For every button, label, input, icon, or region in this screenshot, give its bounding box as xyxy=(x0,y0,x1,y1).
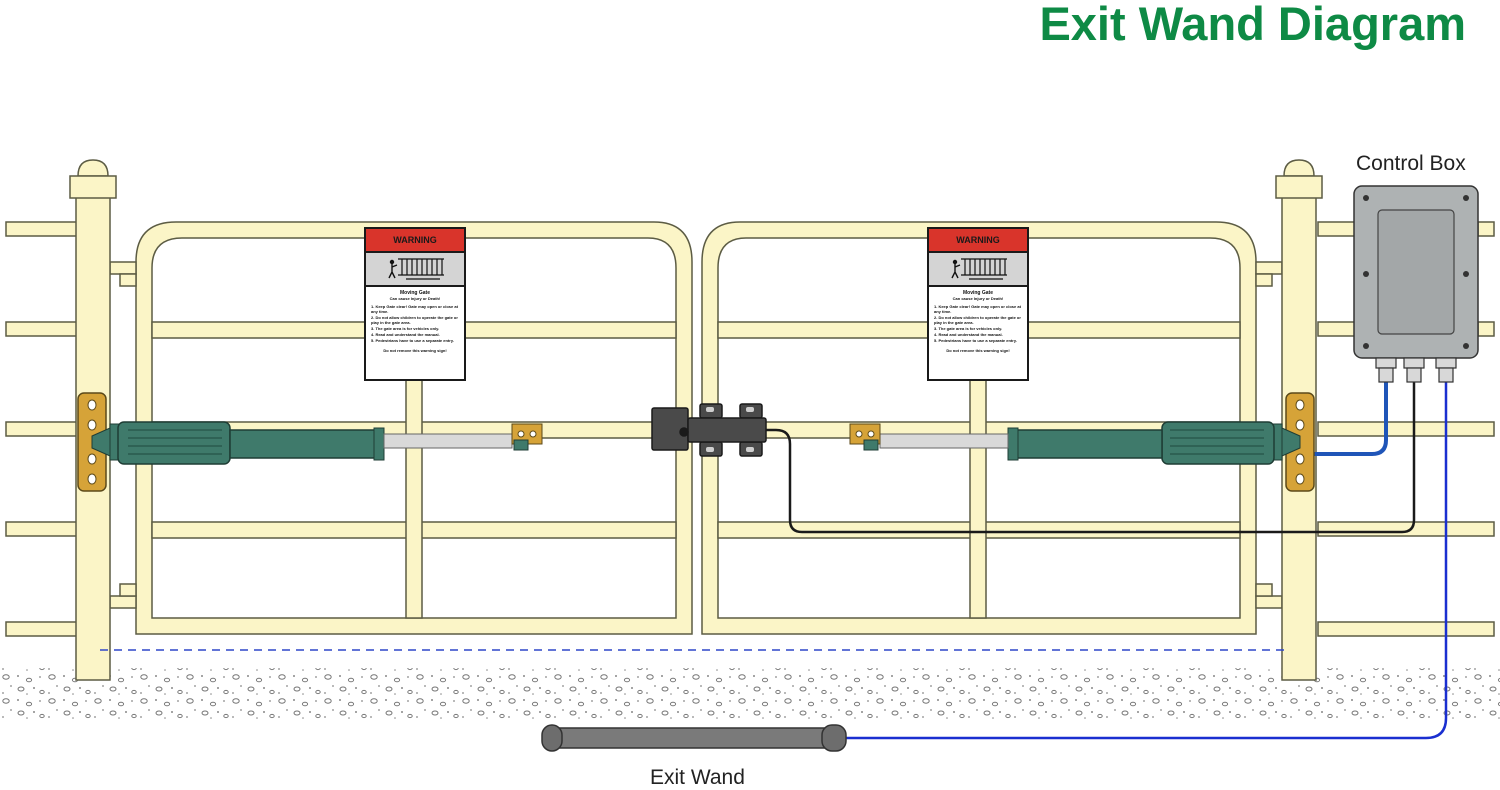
warning-sign-header: WARNING xyxy=(366,229,464,251)
warning-sign-body: Moving Gate Can cause Injury or Death! 1… xyxy=(929,287,1027,356)
wire-blue-motor xyxy=(1290,380,1388,456)
warning-sign-title: Moving Gate xyxy=(962,290,993,296)
diagram-title: Exit Wand Diagram xyxy=(1039,0,1466,50)
exit-wand-label: Exit Wand xyxy=(650,766,745,789)
warning-sign-icon: WARNING Moving Gate Can cause Injury or … xyxy=(927,227,1029,381)
warning-sign-header: WARNING xyxy=(929,229,1027,251)
right-gate-opener xyxy=(849,392,1315,492)
control-box-label: Control Box xyxy=(1356,152,1466,175)
warning-sign-body: Moving Gate Can cause Injury or Death! 1… xyxy=(366,287,464,356)
warning-sign-item: 4. Read and understand the manual. xyxy=(371,332,440,337)
warning-sign-footer: Do not remove this warning sign! xyxy=(946,348,1010,353)
warning-sign-item: 5. Pedestrians have to use a separate en… xyxy=(371,338,454,343)
warning-sign-footer: Do not remove this warning sign! xyxy=(383,348,447,353)
warning-sign-subtitle: Can cause Injury or Death! xyxy=(389,296,441,301)
warning-sign-list: 1. Keep Gate clear! Gate may open or clo… xyxy=(371,304,459,343)
warning-sign-item: 5. Pedestrians have to use a separate en… xyxy=(934,338,1017,343)
warning-sign-item: 3. The gate area is for vehicles only. xyxy=(934,326,1003,331)
warning-sign-item: 4. Read and understand the manual. xyxy=(934,332,1003,337)
gravel-ground xyxy=(0,668,1500,720)
wire-blue-exit-wand xyxy=(846,380,1448,740)
warning-sign-subtitle: Can cause Injury or Death! xyxy=(952,296,1004,301)
warning-sign-item: 1. Keep Gate clear! Gate may open or clo… xyxy=(371,304,458,314)
exit-wand-icon xyxy=(541,724,847,752)
warning-sign-gate-picture xyxy=(929,251,1027,287)
warning-sign-title: Moving Gate xyxy=(399,290,430,296)
warning-sign-item: 3. The gate area is for vehicles only. xyxy=(371,326,440,331)
gate-lock-icon xyxy=(651,403,767,457)
warning-sign-gate-picture xyxy=(366,251,464,287)
warning-sign-item: 1. Keep Gate clear! Gate may open or clo… xyxy=(934,304,1021,314)
warning-sign-icon: WARNING Moving Gate Can cause Injury or … xyxy=(364,227,466,381)
wire-black-lock xyxy=(766,380,1416,534)
warning-sign-item: 2. Do not allow children to operate the … xyxy=(371,315,458,325)
warning-sign-list: 1. Keep Gate clear! Gate may open or clo… xyxy=(934,304,1022,343)
left-gate-opener xyxy=(77,392,543,492)
control-box-icon xyxy=(1353,185,1479,383)
warning-sign-item: 2. Do not allow children to operate the … xyxy=(934,315,1021,325)
